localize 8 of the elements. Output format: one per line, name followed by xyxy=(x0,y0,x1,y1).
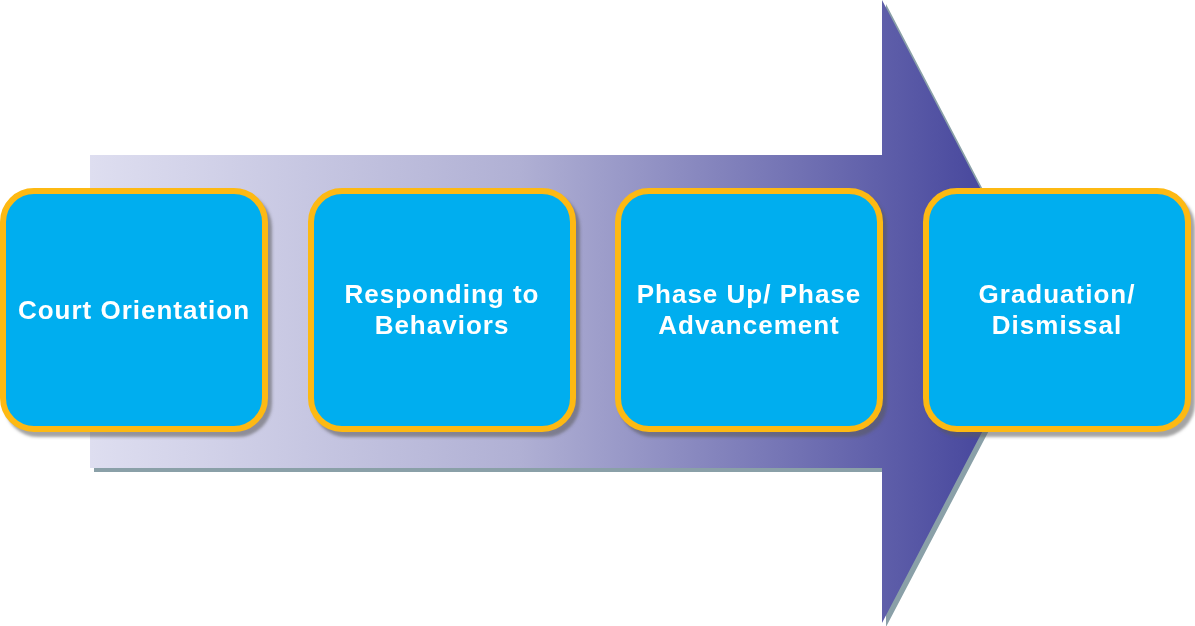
process-box xyxy=(923,188,1191,432)
process-box xyxy=(615,188,883,432)
process-box xyxy=(308,188,576,432)
process-box xyxy=(0,188,268,432)
step-label: Court Orientation xyxy=(17,294,251,326)
step-label: Phase Up/ Phase Advancement xyxy=(635,279,863,341)
step-label: Responding to Behaviors xyxy=(343,279,541,341)
step-label: Graduation/ Dismissal xyxy=(977,279,1137,341)
